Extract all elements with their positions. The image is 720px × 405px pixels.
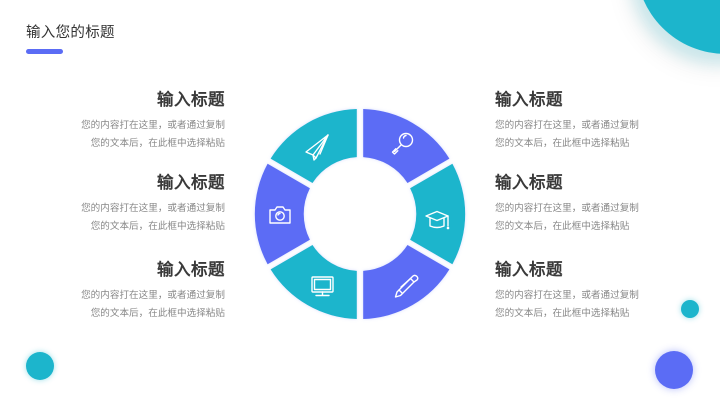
- item-body: 您的内容打在这里，或者通过复制 您的文本后，在此框中选择粘贴: [495, 287, 695, 323]
- decorative-dot-large-right: [655, 351, 693, 389]
- item-body-line: 您的内容打在这里，或者通过复制: [495, 203, 639, 214]
- item-body-line: 您的内容打在这里，或者通过复制: [495, 120, 639, 131]
- right-item-1: 输入标题 您的内容打在这里，或者通过复制 您的文本后，在此框中选择粘贴: [495, 89, 695, 153]
- item-title: 输入标题: [157, 173, 225, 192]
- item-body: 您的内容打在这里，或者通过复制 您的文本后，在此框中选择粘贴: [495, 200, 695, 236]
- item-title: 输入标题: [495, 90, 563, 109]
- ring-segment-right: [410, 163, 466, 265]
- left-item-3: 输入标题 您的内容打在这里，或者通过复制 您的文本后，在此框中选择粘贴: [25, 259, 225, 323]
- item-body-line: 您的内容打在这里，或者通过复制: [81, 120, 225, 131]
- ring-segment-bottom-left: [270, 245, 357, 319]
- decorative-dot-left: [26, 352, 54, 380]
- item-body-line: 您的文本后，在此框中选择粘贴: [90, 138, 225, 149]
- ring-segment-left: [254, 163, 310, 265]
- camera-icon: [269, 206, 291, 224]
- item-body-line: 您的文本后，在此框中选择粘贴: [495, 308, 630, 319]
- item-body-line: 您的文本后，在此框中选择粘贴: [495, 138, 630, 149]
- right-item-3: 输入标题 您的内容打在这里，或者通过复制 您的文本后，在此框中选择粘贴: [495, 259, 695, 323]
- decorative-corner-circle: [636, 0, 720, 54]
- page-title: 输入您的标题: [26, 25, 115, 41]
- left-item-1: 输入标题 您的内容打在这里，或者通过复制 您的文本后，在此框中选择粘贴: [25, 89, 225, 153]
- graduation-cap-icon: [425, 210, 450, 230]
- item-body: 您的内容打在这里，或者通过复制 您的文本后，在此框中选择粘贴: [495, 117, 695, 153]
- pencil-icon: [394, 274, 419, 298]
- item-body: 您的内容打在这里，或者通过复制 您的文本后，在此框中选择粘贴: [25, 287, 225, 323]
- item-title: 输入标题: [495, 260, 563, 279]
- item-title: 输入标题: [157, 260, 225, 279]
- monitor-icon: [311, 276, 334, 297]
- item-body-line: 您的内容打在这里，或者通过复制: [81, 290, 225, 301]
- item-body-line: 您的内容打在这里，或者通过复制: [495, 290, 639, 301]
- item-body: 您的内容打在这里，或者通过复制 您的文本后，在此框中选择粘贴: [25, 200, 225, 236]
- paper-plane-icon: [305, 134, 329, 161]
- right-item-2: 输入标题 您的内容打在这里，或者通过复制 您的文本后，在此框中选择粘贴: [495, 172, 695, 236]
- title-underline-bar: [26, 49, 63, 54]
- search-icon: [391, 132, 414, 155]
- item-body-line: 您的文本后，在此框中选择粘贴: [90, 221, 225, 232]
- decorative-dot-small-right: [681, 300, 699, 318]
- item-body-line: 您的内容打在这里，或者通过复制: [81, 203, 225, 214]
- item-title: 输入标题: [495, 173, 563, 192]
- left-item-2: 输入标题 您的内容打在这里，或者通过复制 您的文本后，在此框中选择粘贴: [25, 172, 225, 236]
- segmented-ring-diagram: [254, 109, 466, 319]
- item-body-line: 您的文本后，在此框中选择粘贴: [90, 308, 225, 319]
- item-body-line: 您的文本后，在此框中选择粘贴: [495, 221, 630, 232]
- item-title: 输入标题: [157, 90, 225, 109]
- item-body: 您的内容打在这里，或者通过复制 您的文本后，在此框中选择粘贴: [25, 117, 225, 153]
